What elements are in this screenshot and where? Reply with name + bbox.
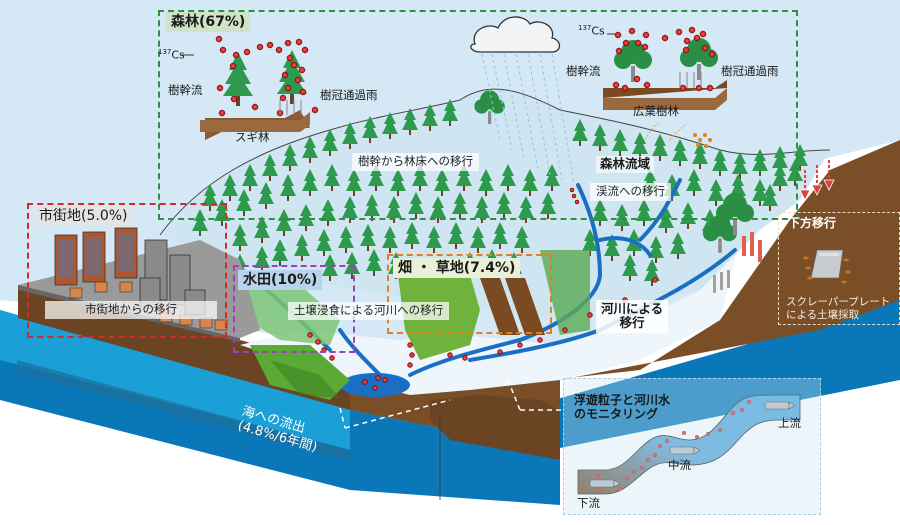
river-transport-line2: 移行: [619, 315, 645, 331]
broadleaf-stemflow-label: 樹幹流: [566, 64, 601, 78]
field-region-box: [387, 254, 552, 334]
cedar-cs-symbol: Cs: [171, 48, 185, 62]
upstream-label: 上流: [778, 416, 801, 430]
monitoring-box: [563, 378, 821, 515]
cedar-cs-label: 137Cs: [158, 49, 185, 61]
broadleaf-cs-label: 137Cs: [578, 25, 605, 37]
river-transport-label: 河川による 移行: [596, 300, 669, 333]
monitoring-title-line1: 浮遊粒子と河川水: [574, 393, 671, 407]
forest-region-label: 森林(67%): [166, 12, 251, 32]
urban-region-box: [27, 203, 227, 338]
broadleaf-cs-symbol: Cs: [591, 24, 605, 38]
broadleaf-forest-caption: 広葉樹林: [633, 104, 679, 118]
river-transport-line1: 河川による: [601, 301, 664, 316]
field-region-label: 畑 ・ 草地(7.4%): [393, 258, 521, 278]
forest-region-box: [158, 10, 798, 220]
cedar-cs-superscript: 137: [158, 48, 172, 56]
soil-erosion-label: 土壌浸食による河川への移行: [288, 302, 450, 320]
paddy-region-label: 水田(10%): [238, 270, 323, 290]
trunk-to-floor-label: 樹幹から林床への移行: [352, 153, 479, 171]
cedar-stemflow-label: 樹幹流: [168, 83, 203, 97]
scraper-plate-label: スクレーパープレート による土壌採取: [786, 296, 890, 322]
urban-region-label: 市街地(5.0%): [34, 206, 133, 226]
cedar-throughfall-label: 樹冠通過雨: [320, 88, 378, 102]
broadleaf-throughfall-label: 樹冠通過雨: [721, 64, 779, 78]
broadleaf-cs-superscript: 137: [578, 24, 592, 32]
scraper-plate-line2: による土壌採取: [786, 309, 860, 322]
forest-watershed-label: 森林流域: [596, 156, 655, 173]
monitoring-title: 浮遊粒子と河川水 のモニタリング: [574, 393, 670, 422]
scraper-plate-line1: スクレーパープレート: [786, 296, 891, 308]
downstream-label: 下流: [577, 496, 600, 510]
from-urban-label: 市街地からの移行: [45, 301, 217, 319]
downward-migration-label: 下方移行: [788, 216, 837, 230]
midstream-label: 中流: [668, 458, 691, 472]
to-stream-label: 渓流への移行: [590, 183, 671, 201]
monitoring-title-line2: のモニタリング: [574, 407, 659, 422]
cedar-forest-caption: スギ林: [235, 130, 270, 144]
